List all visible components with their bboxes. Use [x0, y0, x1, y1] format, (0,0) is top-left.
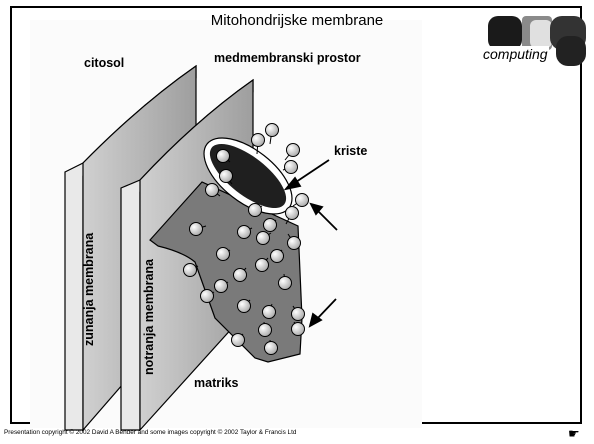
label-matrix: matriks [194, 376, 238, 390]
label-inner-membrane: notranja membrana [142, 259, 156, 375]
label-outer-membrane: zunanja membrana [82, 233, 96, 346]
label-cytosol: citosol [84, 56, 124, 70]
label-intermembrane-space: medmembranski prostor [214, 51, 361, 65]
label-cristae: kriste [334, 144, 367, 158]
pointing-hand-icon[interactable]: ☛ [568, 426, 580, 442]
copyright-footer: Presentation copyright © 2002 David A Be… [4, 429, 296, 436]
